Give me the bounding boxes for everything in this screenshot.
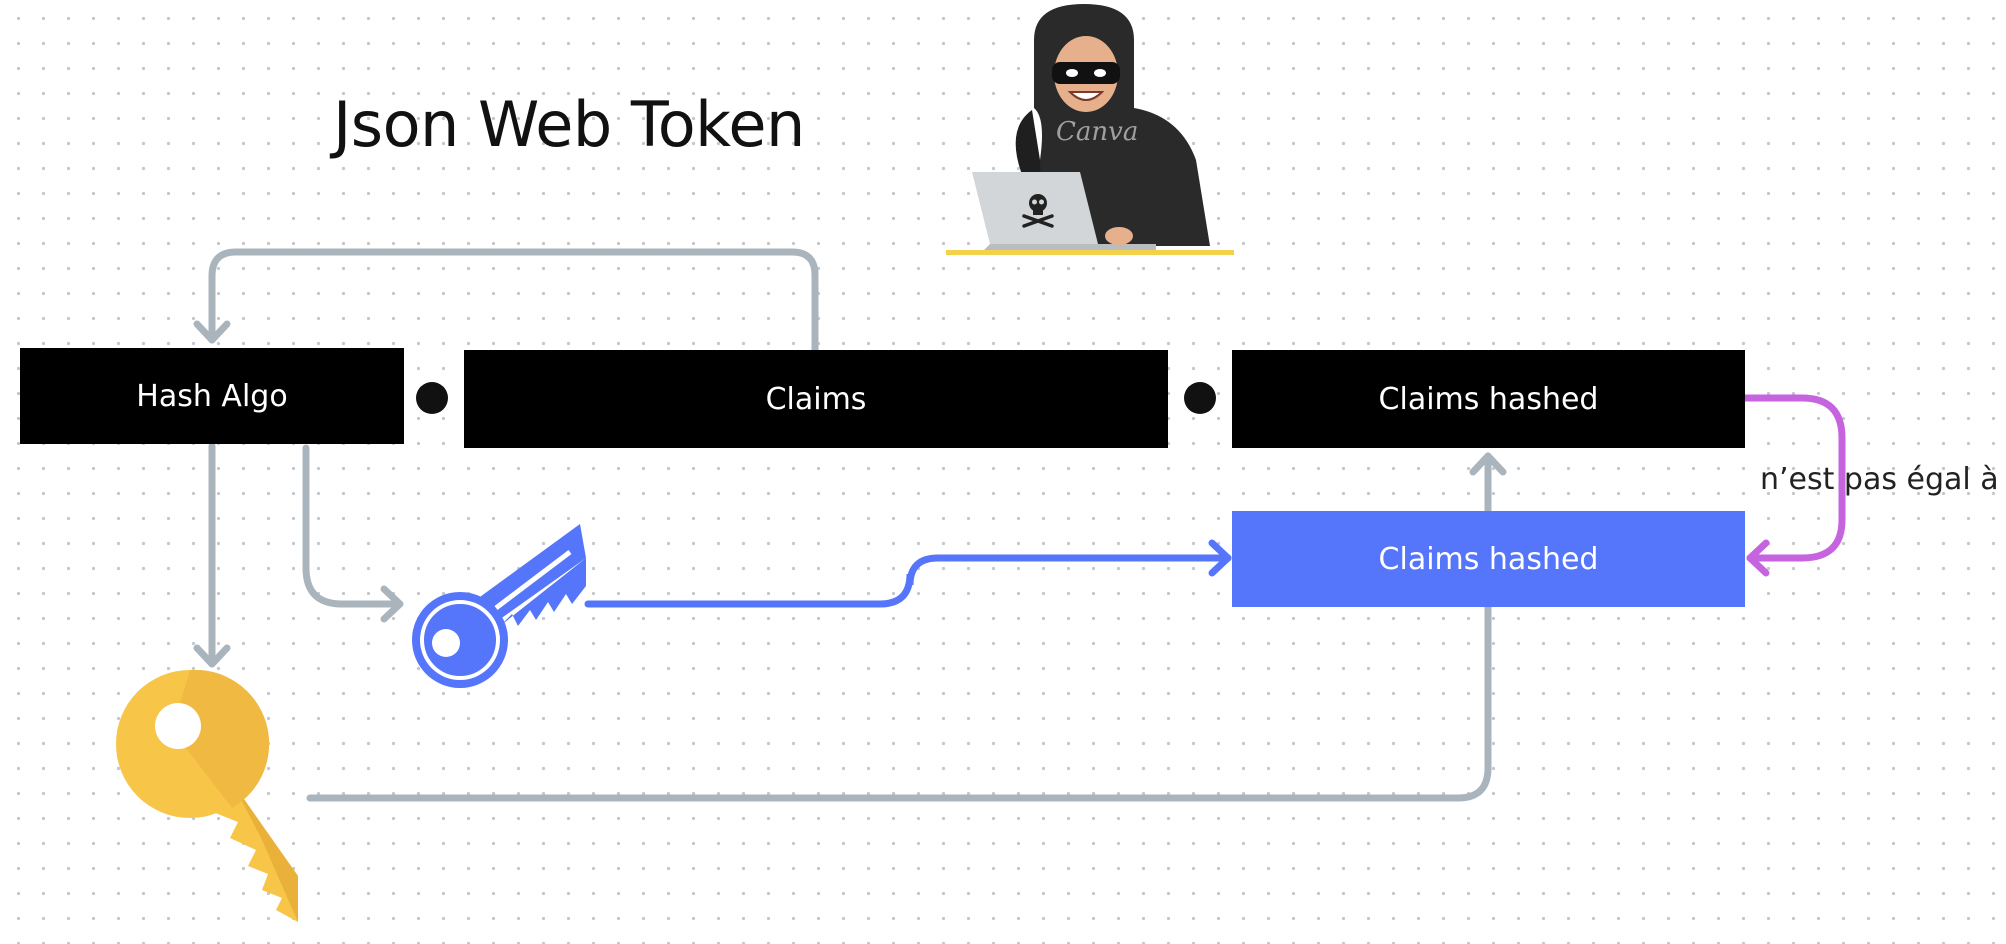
diagram-title: Json Web Token	[333, 88, 805, 161]
node-claims-hashed-forged: Claims hashed	[1232, 511, 1745, 607]
arrowhead-blue-key	[380, 585, 404, 623]
node-claims: Claims	[464, 350, 1168, 448]
gold-key-icon	[116, 670, 298, 922]
hacker-watermark: Canva	[1056, 117, 1138, 147]
separator-dot	[416, 382, 448, 414]
connector-gold-key-to-claims-hashed	[306, 452, 1492, 802]
connector-hash-algo-to-blue-key	[302, 444, 402, 608]
comparison-label: n’est pas égal à	[1760, 462, 1999, 497]
skull-icon	[1022, 194, 1054, 228]
separator-dot	[1184, 382, 1216, 414]
node-claims-hashed-label: Claims hashed	[1378, 381, 1599, 417]
blue-key-icon	[412, 524, 586, 688]
hacker-icon: Canva	[946, 4, 1234, 255]
node-hash-algo: Hash Algo	[20, 348, 404, 444]
connector-claims-to-hash-algo	[208, 248, 819, 354]
node-claims-label: Claims	[765, 381, 867, 417]
node-claims-hashed-forged-label: Claims hashed	[1378, 541, 1599, 577]
node-claims-hashed: Claims hashed	[1232, 350, 1745, 448]
arrowhead-forged-comparison	[1746, 539, 1770, 577]
arrowhead-gold-key	[193, 644, 231, 668]
connector-blue-key-to-forged-hash	[584, 554, 1232, 608]
arrowhead-claims-hashed	[1469, 452, 1507, 476]
connector-comparison-loop	[1741, 394, 1846, 562]
node-hash-algo-label: Hash Algo	[136, 378, 288, 414]
arrowhead-hash-algo	[193, 320, 231, 344]
arrowhead-forged-hash	[1208, 539, 1232, 577]
